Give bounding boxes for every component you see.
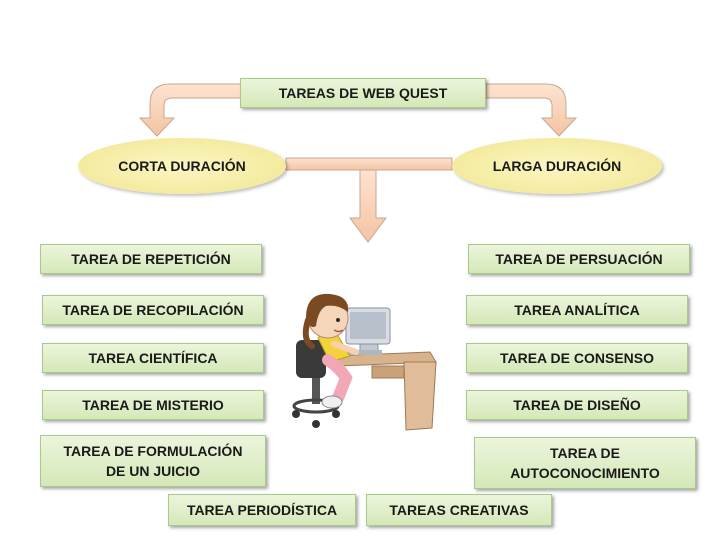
- task-box-diseno: TAREA DE DISEÑO: [466, 390, 688, 420]
- task-label: TAREA DE REPETICIÓN: [71, 251, 231, 267]
- task-box-periodistica: TAREA PERIODÍSTICA: [168, 494, 356, 526]
- task-label: TAREA DE CONSENSO: [499, 350, 654, 366]
- arrow-down: [349, 169, 387, 243]
- task-label: TAREA PERIODÍSTICA: [186, 502, 338, 518]
- task-box-recopilacion: TAREA DE RECOPILACIÓN: [42, 295, 264, 325]
- task-box-repeticion: TAREA DE REPETICIÓN: [40, 244, 262, 274]
- arrow-to-long: [485, 83, 578, 137]
- task-box-misterio: TAREA DE MISTERIO: [42, 390, 264, 420]
- title-text: TAREAS DE WEB QUEST: [278, 85, 448, 101]
- task-label: TAREA DE RECOPILACIÓN: [62, 302, 244, 318]
- task-label: TAREA DE PERSUACIÓN: [495, 251, 663, 267]
- task-box-consenso: TAREA DE CONSENSO: [466, 343, 688, 373]
- long-duration-ellipse: LARGA DURACIÓN: [452, 138, 662, 194]
- short-duration-label: CORTA DURACIÓN: [118, 158, 246, 174]
- task-label: TAREA CIENTÍFICA: [88, 350, 218, 366]
- task-box-juicio: TAREA DE FORMULACIÓN DE UN JUICIO: [40, 435, 266, 487]
- arrow-to-short: [138, 83, 243, 137]
- task-label: TAREA DE FORMULACIÓN DE UN JUICIO: [63, 443, 243, 479]
- task-box-creativas: TAREAS CREATIVAS: [366, 494, 552, 526]
- connector-bar: [285, 157, 453, 171]
- task-box-analitica: TAREA ANALÍTICA: [466, 295, 688, 325]
- task-label: TAREA DE MISTERIO: [82, 397, 224, 413]
- long-duration-label: LARGA DURACIÓN: [492, 158, 622, 174]
- task-box-persuacion: TAREA DE PERSUACIÓN: [468, 244, 690, 274]
- task-label: TAREA ANALÍTICA: [514, 302, 640, 318]
- task-box-autoconocimiento: TAREA DE AUTOCONOCIMIENTO: [474, 437, 696, 489]
- task-label: TAREAS CREATIVAS: [389, 502, 529, 518]
- short-duration-ellipse: CORTA DURACIÓN: [78, 138, 286, 194]
- task-label: TAREA DE DISEÑO: [513, 397, 641, 413]
- task-label: TAREA DE AUTOCONOCIMIENTO: [510, 445, 660, 481]
- task-box-cientifica: TAREA CIENTÍFICA: [42, 343, 264, 373]
- title-box: TAREAS DE WEB QUEST: [240, 78, 486, 108]
